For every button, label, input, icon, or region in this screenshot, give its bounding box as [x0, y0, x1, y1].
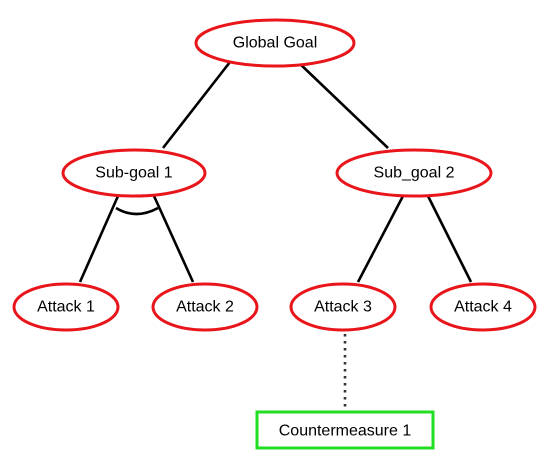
edge-sub-goal-2-to-attack-4 — [426, 195, 473, 283]
edge-sub-goal-1-to-attack-1 — [78, 195, 120, 283]
node-global-goal: Global Goal — [194, 18, 356, 68]
node-sub-goal-1: Sub-goal 1 — [61, 148, 207, 198]
node-countermeasure-1: Countermeasure 1 — [255, 410, 435, 450]
edge-sub-goal-1-to-attack-2 — [152, 195, 195, 283]
node-countermeasure-1-label: Countermeasure 1 — [279, 423, 412, 440]
node-attack-3-label: Attack 3 — [314, 299, 372, 316]
node-attack-4-label: Attack 4 — [454, 299, 512, 316]
node-sub-goal-2: Sub_goal 2 — [335, 148, 493, 198]
node-sub-goal-2-label: Sub_goal 2 — [374, 165, 455, 182]
edge-sub-goal-2-to-attack-3 — [356, 195, 405, 283]
node-attack-1-label: Attack 1 — [37, 299, 95, 316]
node-sub-goal-1-label: Sub-goal 1 — [95, 165, 172, 182]
node-attack-2-label: Attack 2 — [176, 299, 234, 316]
node-attack-3: Attack 3 — [289, 282, 397, 332]
and-connector-arc — [115, 206, 159, 216]
node-global-goal-label: Global Goal — [233, 35, 318, 52]
edge-global-goal-to-sub-goal-2 — [297, 61, 389, 149]
edge-global-goal-to-sub-goal-1 — [161, 61, 232, 149]
node-attack-4: Attack 4 — [429, 282, 537, 332]
node-attack-1: Attack 1 — [12, 282, 120, 332]
node-attack-2: Attack 2 — [151, 282, 259, 332]
